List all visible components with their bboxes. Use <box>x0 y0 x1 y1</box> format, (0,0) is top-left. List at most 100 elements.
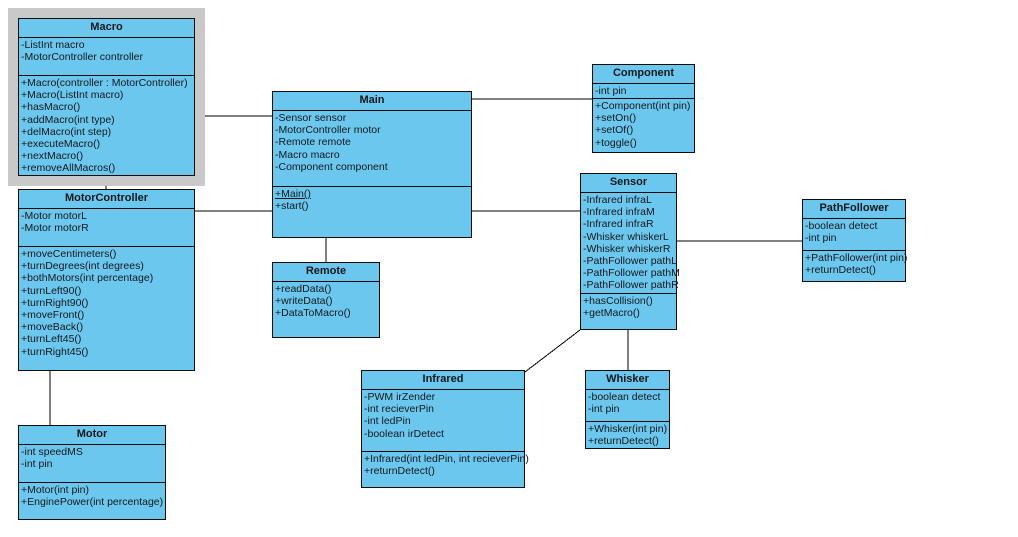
operation: +addMacro(int type) <box>21 113 115 126</box>
attribute: -Component component <box>275 160 388 173</box>
attribute: -boolean detect <box>588 391 661 403</box>
operation: +hasCollision() <box>583 295 653 307</box>
class-operations-whisker: +Whisker(int pin)+returnDetect() <box>586 422 669 449</box>
uml-class-component[interactable]: Component-int pin+Component(int pin)+set… <box>592 64 695 153</box>
attribute: -Infrared infraM <box>583 206 655 219</box>
class-attributes-infrared: -PWM irZender-int recieverPin-int ledPin… <box>362 390 524 452</box>
class-attributes-component: -int pin <box>593 84 694 99</box>
operation: +returnDetect() <box>588 435 659 448</box>
class-attributes-main: -Sensor sensor-MotorController motor-Rem… <box>273 111 471 187</box>
attribute: -PathFollower pathM <box>583 267 680 280</box>
class-attributes-sensor: -Infrared infraL-Infrared infraM-Infrare… <box>581 193 680 294</box>
class-operations-pathfollower: +PathFollower(int pin)+returnDetect() <box>803 251 908 278</box>
uml-class-main[interactable]: Main-Sensor sensor-MotorController motor… <box>272 91 472 238</box>
operation: +turnRight90() <box>21 296 89 309</box>
attribute: -int recieverPin <box>364 403 435 416</box>
operation: +returnDetect() <box>364 465 435 478</box>
uml-class-infrared[interactable]: Infrared-PWM irZender-int recieverPin-in… <box>361 370 529 488</box>
attribute: -int pin <box>805 232 837 245</box>
attribute: -Macro macro <box>275 148 340 161</box>
class-attributes-whisker: -boolean detect-int pin <box>586 390 669 422</box>
class-name-main: Main <box>273 92 471 111</box>
uml-class-remote[interactable]: Remote+readData()+writeData()+DataToMacr… <box>272 262 380 338</box>
operation: +moveFront() <box>21 309 85 322</box>
class-name-pathfollower: PathFollower <box>803 200 905 219</box>
attribute: -MotorController controller <box>21 51 143 64</box>
operation: +getMacro() <box>583 307 640 320</box>
operation: +turnDegrees(int degrees) <box>21 260 144 273</box>
attribute: -int pin <box>595 85 627 97</box>
class-name-motorcontroller: MotorController <box>19 190 194 209</box>
operation: +returnDetect() <box>805 264 876 277</box>
attribute: -Whisker whiskerR <box>583 242 671 255</box>
class-attributes-pathfollower: -boolean detect-int pin <box>803 219 905 251</box>
class-operations-motorcontroller: +moveCentimeters()+turnDegrees(int degre… <box>19 247 194 360</box>
class-operations-component: +Component(int pin)+setOn()+setOf()+togg… <box>593 99 694 151</box>
class-attributes-macro: -ListInt macro-MotorController controlle… <box>19 38 194 76</box>
operation: +Component(int pin) <box>595 100 691 112</box>
operation: +Main() <box>275 188 311 200</box>
attribute: -int pin <box>588 403 620 416</box>
operation: +turnRight45() <box>21 345 89 358</box>
operation: +Macro(controller : MotorController) <box>21 77 188 89</box>
attribute: -MotorController motor <box>275 124 381 137</box>
attribute: -PathFollower pathR <box>583 279 679 292</box>
uml-class-motorcontroller[interactable]: MotorController-Motor motorL-Motor motor… <box>18 189 195 371</box>
operation: +moveBack() <box>21 321 84 334</box>
operation: +Macro(ListInt macro) <box>21 89 124 102</box>
operation: +writeData() <box>275 295 333 308</box>
attribute: -int speedMS <box>21 446 83 458</box>
operation: +Whisker(int pin) <box>588 423 668 435</box>
operation: +nextMacro() <box>21 150 84 163</box>
uml-class-motor[interactable]: Motor-int speedMS-int pin+Motor(int pin)… <box>18 425 166 520</box>
association-sensor-infrared[interactable] <box>524 329 581 373</box>
uml-class-whisker[interactable]: Whisker-boolean detect-int pin+Whisker(i… <box>585 370 670 449</box>
uml-class-pathfollower[interactable]: PathFollower-boolean detect-int pin+Path… <box>802 199 908 282</box>
attribute: -int ledPin <box>364 415 411 428</box>
operation: +PathFollower(int pin) <box>805 252 908 264</box>
operation: +moveCentimeters() <box>21 248 117 260</box>
operation: +hasMacro() <box>21 101 81 114</box>
attribute: -Whisker whiskerL <box>583 230 669 243</box>
attribute: -boolean detect <box>805 220 878 232</box>
class-operations-sensor: +hasCollision()+getMacro() <box>581 294 676 321</box>
class-name-macro: Macro <box>19 19 194 38</box>
class-name-remote: Remote <box>273 263 379 282</box>
operation: +Infrared(int ledPin, int recieverPin) <box>364 453 529 465</box>
class-operations-infrared: +Infrared(int ledPin, int recieverPin)+r… <box>362 452 529 479</box>
class-name-infrared: Infrared <box>362 371 524 390</box>
attribute: -int pin <box>21 458 53 471</box>
operation: +delMacro(int step) <box>21 125 112 138</box>
class-operations-main: +Main()+start() <box>273 187 471 214</box>
attribute: -Motor motorR <box>21 222 89 235</box>
class-name-motor: Motor <box>19 426 165 445</box>
attribute: -Sensor sensor <box>275 112 347 124</box>
attribute: -Infrared infraL <box>583 194 652 206</box>
attribute: -Infrared infraR <box>583 218 654 231</box>
attribute: -PathFollower pathL <box>583 255 677 268</box>
operation: +EnginePower(int percentage) <box>21 496 164 509</box>
operation: +toggle() <box>595 136 637 149</box>
uml-class-macro[interactable]: Macro-ListInt macro-MotorController cont… <box>18 18 195 176</box>
class-attributes-motor: -int speedMS-int pin <box>19 445 165 483</box>
attribute: -ListInt macro <box>21 39 85 51</box>
class-operations-macro: +Macro(controller : MotorController)+Mac… <box>19 76 194 177</box>
operation: +readData() <box>275 283 332 295</box>
operation: +bothMotors(int percentage) <box>21 272 154 285</box>
class-name-whisker: Whisker <box>586 371 669 390</box>
operation: +removeAllMacros() <box>21 162 116 175</box>
operation: +setOn() <box>595 112 637 125</box>
operation: +start() <box>275 200 309 213</box>
class-attributes-motorcontroller: -Motor motorL-Motor motorR <box>19 209 194 247</box>
operation: +DataToMacro() <box>275 307 351 320</box>
class-operations-remote: +readData()+writeData()+DataToMacro() <box>273 282 379 322</box>
operation: +turnLeft90() <box>21 284 82 297</box>
uml-class-sensor[interactable]: Sensor-Infrared infraL-Infrared infraM-I… <box>580 173 680 330</box>
class-name-sensor: Sensor <box>581 174 676 193</box>
class-operations-motor: +Motor(int pin)+EnginePower(int percenta… <box>19 483 165 510</box>
operation: +executeMacro() <box>21 138 101 151</box>
attribute: -Remote remote <box>275 136 351 149</box>
operation: +turnLeft45() <box>21 333 82 346</box>
